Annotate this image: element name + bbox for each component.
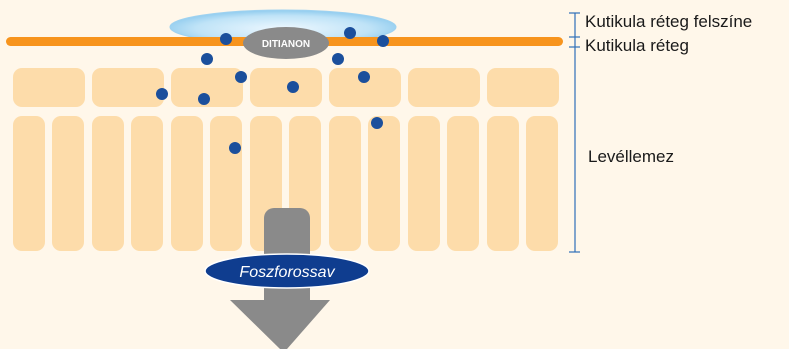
palisade-cell xyxy=(526,116,558,251)
epidermis-cell xyxy=(250,68,322,107)
palisade-cell xyxy=(92,116,124,251)
epidermis-cell xyxy=(13,68,85,107)
palisade-cell xyxy=(210,116,242,251)
epidermis-cells xyxy=(13,68,559,107)
epidermis-cell xyxy=(487,68,559,107)
particle-dot xyxy=(332,53,344,65)
palisade-cell xyxy=(52,116,84,251)
leaf-blade-label: Levéllemez xyxy=(588,147,674,166)
particle-dot xyxy=(344,27,356,39)
cuticle-layer-label: Kutikula réteg xyxy=(585,36,689,55)
particle-dot xyxy=(377,35,389,47)
cuticle-surface-label: Kutikula réteg felszíne xyxy=(585,12,753,31)
epidermis-cell xyxy=(408,68,480,107)
epidermis-cell xyxy=(329,68,401,107)
palisade-cell xyxy=(408,116,440,251)
product-label: DITIANON xyxy=(262,39,310,50)
palisade-cell xyxy=(487,116,519,251)
particles xyxy=(156,27,389,154)
palisade-cell xyxy=(329,116,361,251)
particle-dot xyxy=(287,81,299,93)
acid-label: Foszforossav xyxy=(239,264,335,281)
particle-dot xyxy=(156,88,168,100)
acid-ellipse xyxy=(204,253,370,289)
particle-dot xyxy=(371,117,383,129)
particle-dot xyxy=(235,71,247,83)
product-ellipse xyxy=(243,27,329,59)
palisade-cell xyxy=(447,116,479,251)
palisade-cell xyxy=(368,116,400,251)
particle-dot xyxy=(358,71,370,83)
particle-dot xyxy=(201,53,213,65)
palisade-cell xyxy=(171,116,203,251)
particle-dot xyxy=(198,93,210,105)
epidermis-cell xyxy=(171,68,243,107)
palisade-cell xyxy=(131,116,163,251)
particle-dot xyxy=(229,142,241,154)
epidermis-cell xyxy=(92,68,164,107)
layer-brackets xyxy=(569,12,580,253)
palisade-cell xyxy=(13,116,45,251)
particle-dot xyxy=(220,33,232,45)
